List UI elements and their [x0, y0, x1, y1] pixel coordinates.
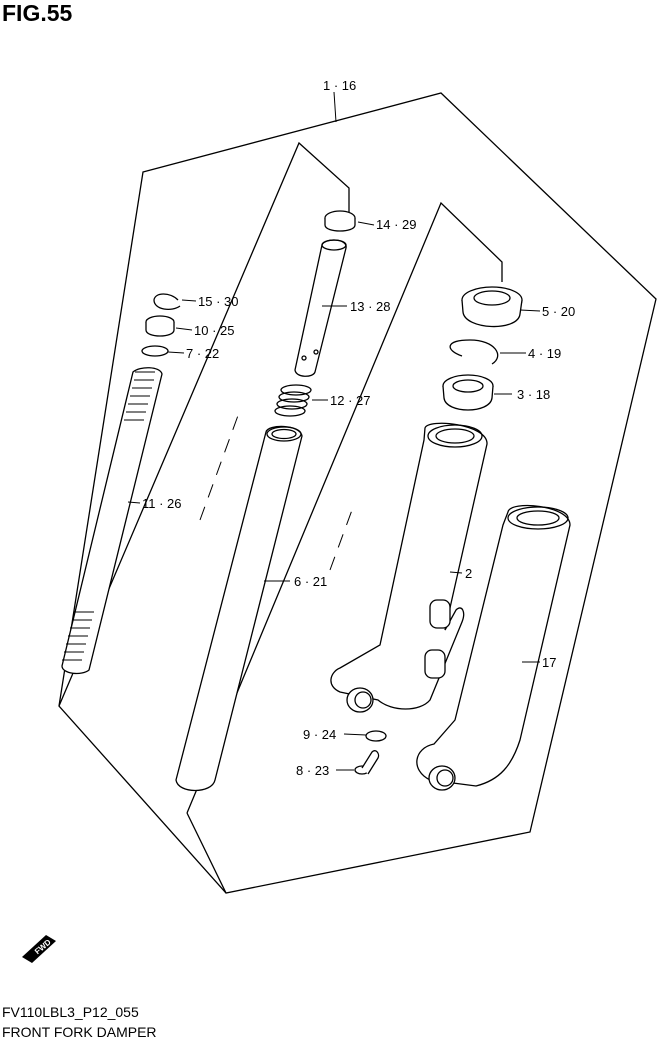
axis-line-spring — [199, 409, 241, 521]
callout-1-16: 1 · 16 — [323, 78, 356, 93]
axis-line-tube — [329, 509, 353, 571]
figure-name: FRONT FORK DAMPER — [2, 1024, 157, 1040]
washer-9 — [365, 730, 387, 742]
callout-5-20: 5 · 20 — [542, 304, 575, 319]
outer-tube-2 — [330, 422, 488, 713]
callout-7-22: 7 · 22 — [186, 346, 219, 361]
leader-lines — [127, 91, 541, 771]
inner-boundary-tube — [186, 812, 227, 894]
cap-10 — [145, 315, 175, 337]
inner-tube-6 — [175, 425, 303, 792]
callout-10-25: 10 · 25 — [194, 323, 234, 338]
pipe-13 — [294, 239, 347, 377]
damper-rod-11 — [61, 367, 163, 675]
callout-13-28: 13 · 28 — [350, 299, 390, 314]
bush-3 — [442, 374, 494, 411]
callout-11-26: 11 · 26 — [142, 496, 182, 511]
figure-title: FIG.55 — [2, 0, 73, 26]
washer-14 — [324, 210, 356, 232]
forward-direction-badge: FWD — [22, 935, 56, 963]
inner-boundary-damper — [58, 141, 350, 707]
callout-12-27: 12 · 27 — [330, 393, 370, 408]
o-ring-7 — [141, 345, 169, 357]
circlip-15 — [153, 293, 181, 311]
callout-14-29: 14 · 29 — [376, 217, 416, 232]
callout-6-21: 6 · 21 — [294, 574, 327, 589]
figure-code: FV110LBL3_P12_055 — [2, 1004, 139, 1020]
callout-15-30: 15 · 30 — [198, 294, 238, 309]
callout-2: 2 — [465, 566, 472, 581]
callout-8-23: 8 · 23 — [296, 763, 329, 778]
inner-boundary-right — [186, 201, 503, 814]
spring-12 — [274, 384, 312, 417]
oil-seal-5 — [461, 286, 523, 328]
callout-3-18: 3 · 18 — [517, 387, 550, 402]
callout-17: 17 — [542, 655, 556, 670]
callout-9-24: 9 · 24 — [303, 727, 336, 742]
bolt-8 — [354, 750, 380, 775]
outer-tube-17 — [416, 504, 571, 791]
callout-4-19: 4 · 19 — [528, 346, 561, 361]
circlip-4 — [449, 339, 499, 365]
